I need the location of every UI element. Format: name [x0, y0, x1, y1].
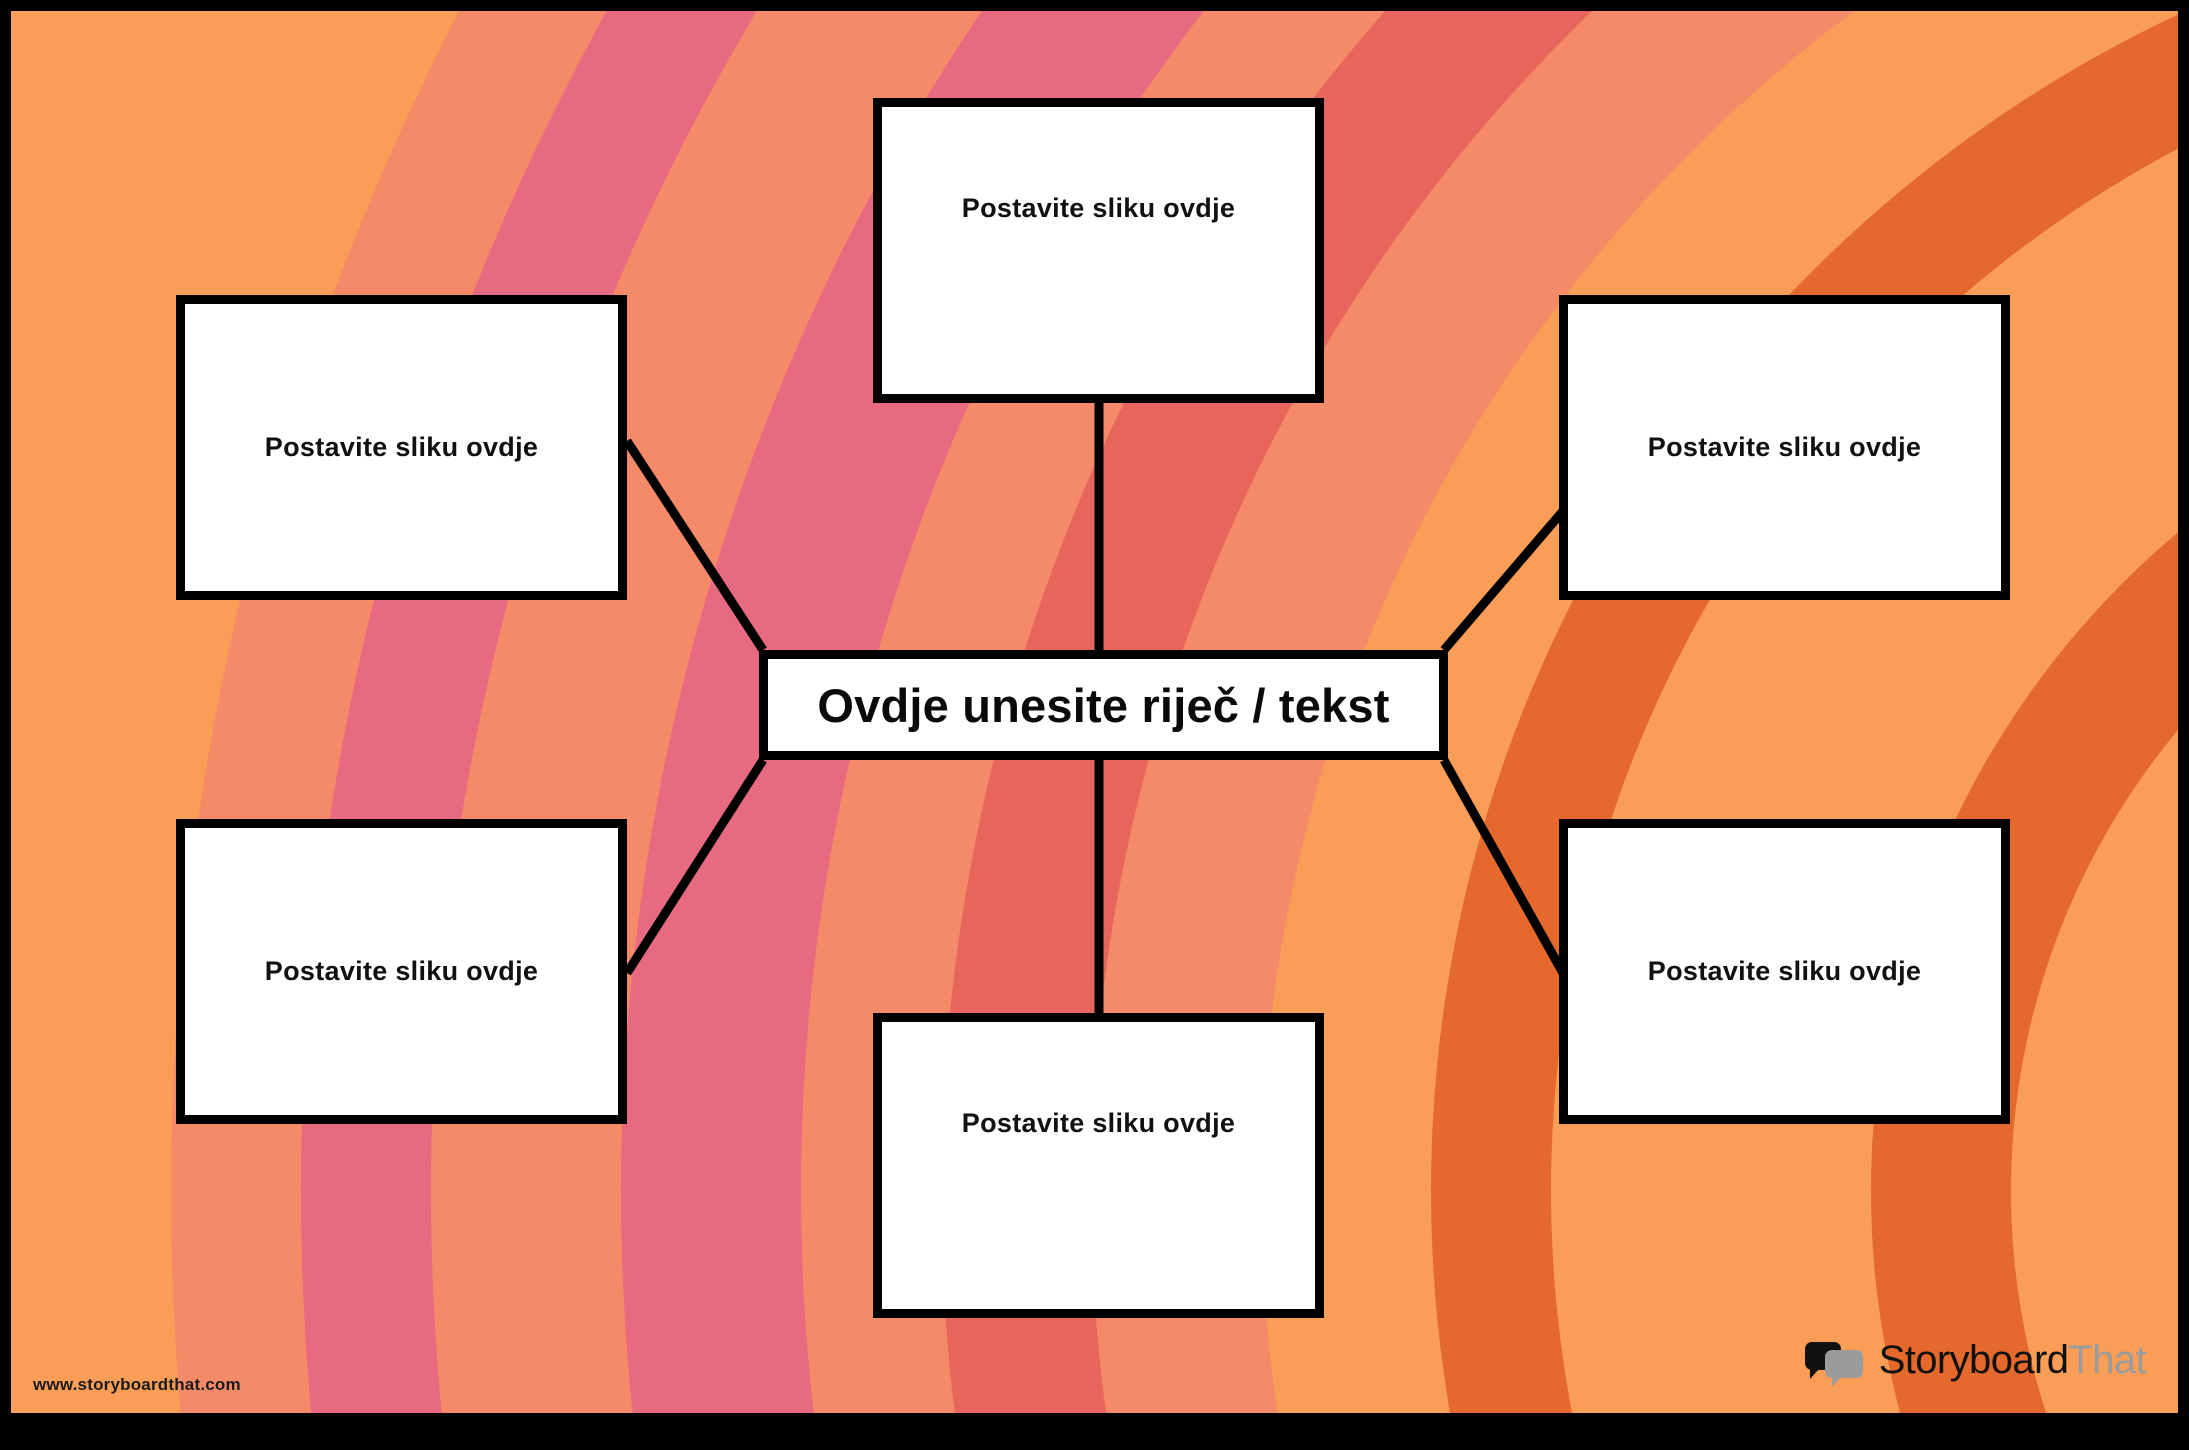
image-placeholder-right-upper[interactable]: Postavite sliku ovdje — [1559, 295, 2010, 600]
image-placeholder-left-lower[interactable]: Postavite sliku ovdje — [176, 819, 627, 1124]
speech-bubbles-icon — [1804, 1340, 1865, 1387]
image-placeholder-label: Postavite sliku ovdje — [264, 956, 539, 987]
storyboardthat-logo: StoryboardThat — [1804, 1338, 2147, 1387]
image-placeholder-label: Postavite sliku ovdje — [961, 193, 1236, 223]
image-placeholder-label: Postavite sliku ovdje — [1647, 956, 1922, 987]
image-placeholder-top[interactable]: Postavite sliku ovdje — [873, 98, 1324, 403]
center-text-box[interactable]: Ovdje unesite riječ / tekst — [759, 650, 1448, 760]
center-text-label: Ovdje unesite riječ / tekst — [817, 678, 1390, 732]
image-placeholder-left-upper[interactable]: Postavite sliku ovdje — [176, 295, 627, 600]
brand-name-primary: Storyboard — [1878, 1338, 2069, 1382]
image-placeholder-bottom[interactable]: Postavite sliku ovdje — [873, 1013, 1324, 1318]
artwork-area: Postavite sliku ovdje Postavite sliku ov… — [11, 11, 2178, 1413]
image-placeholder-right-lower[interactable]: Postavite sliku ovdje — [1559, 819, 2010, 1124]
brand-wordmark: StoryboardThat — [1878, 1338, 2147, 1383]
image-placeholder-label: Postavite sliku ovdje — [1647, 432, 1922, 463]
image-placeholder-label: Postavite sliku ovdje — [264, 432, 539, 463]
brand-name-secondary: That — [2068, 1338, 2146, 1382]
site-url: www.storyboardthat.com — [33, 1375, 241, 1394]
image-placeholder-label: Postavite sliku ovdje — [961, 1108, 1236, 1138]
speech-bubble-front-icon — [1824, 1349, 1863, 1387]
